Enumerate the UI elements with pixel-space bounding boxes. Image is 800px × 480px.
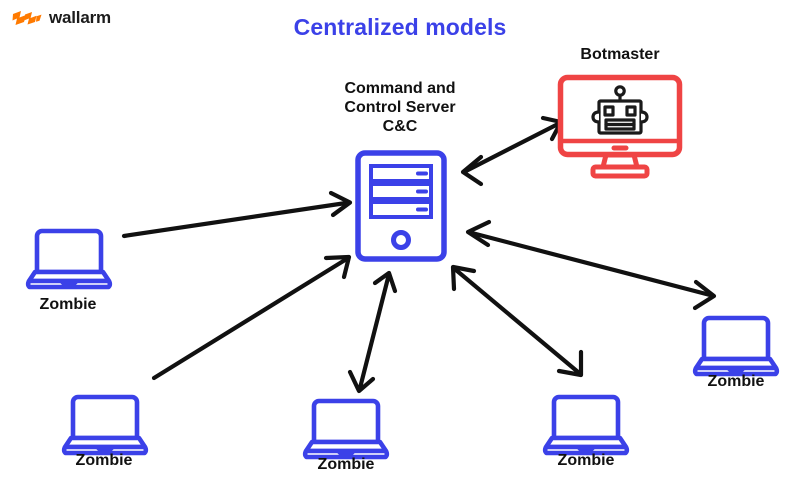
arrow-server-to-zombie-bottom-center	[347, 270, 398, 394]
desktop-monitor-robot-icon	[557, 74, 683, 179]
arrow-zombie-bottom-left-to-server	[151, 254, 352, 381]
server-tower-icon	[355, 150, 447, 262]
arrow-server-to-zombie-bottom-right	[450, 264, 584, 378]
zombie-label: Zombie	[707, 373, 765, 390]
server-label: Command and Control Server C&C	[344, 80, 456, 135]
wallarm-bolt-icon	[12, 11, 42, 25]
arrow-zombie-left-to-server	[121, 190, 353, 239]
botmaster-label: Botmaster	[580, 46, 660, 63]
page-title: Centralized models	[293, 14, 507, 40]
zombie-label: Zombie	[557, 452, 615, 469]
zombie-label: Zombie	[39, 296, 97, 313]
zombie-label: Zombie	[317, 456, 375, 473]
brand-name: wallarm	[49, 8, 111, 27]
brand-logo: wallarm	[12, 8, 111, 28]
laptop-icon	[25, 228, 113, 290]
laptop-icon	[542, 394, 630, 456]
laptop-icon	[302, 398, 390, 460]
laptop-icon	[61, 394, 149, 456]
zombie-label: Zombie	[75, 452, 133, 469]
laptop-icon	[692, 315, 780, 377]
arrow-server-to-zombie-right	[465, 219, 717, 311]
